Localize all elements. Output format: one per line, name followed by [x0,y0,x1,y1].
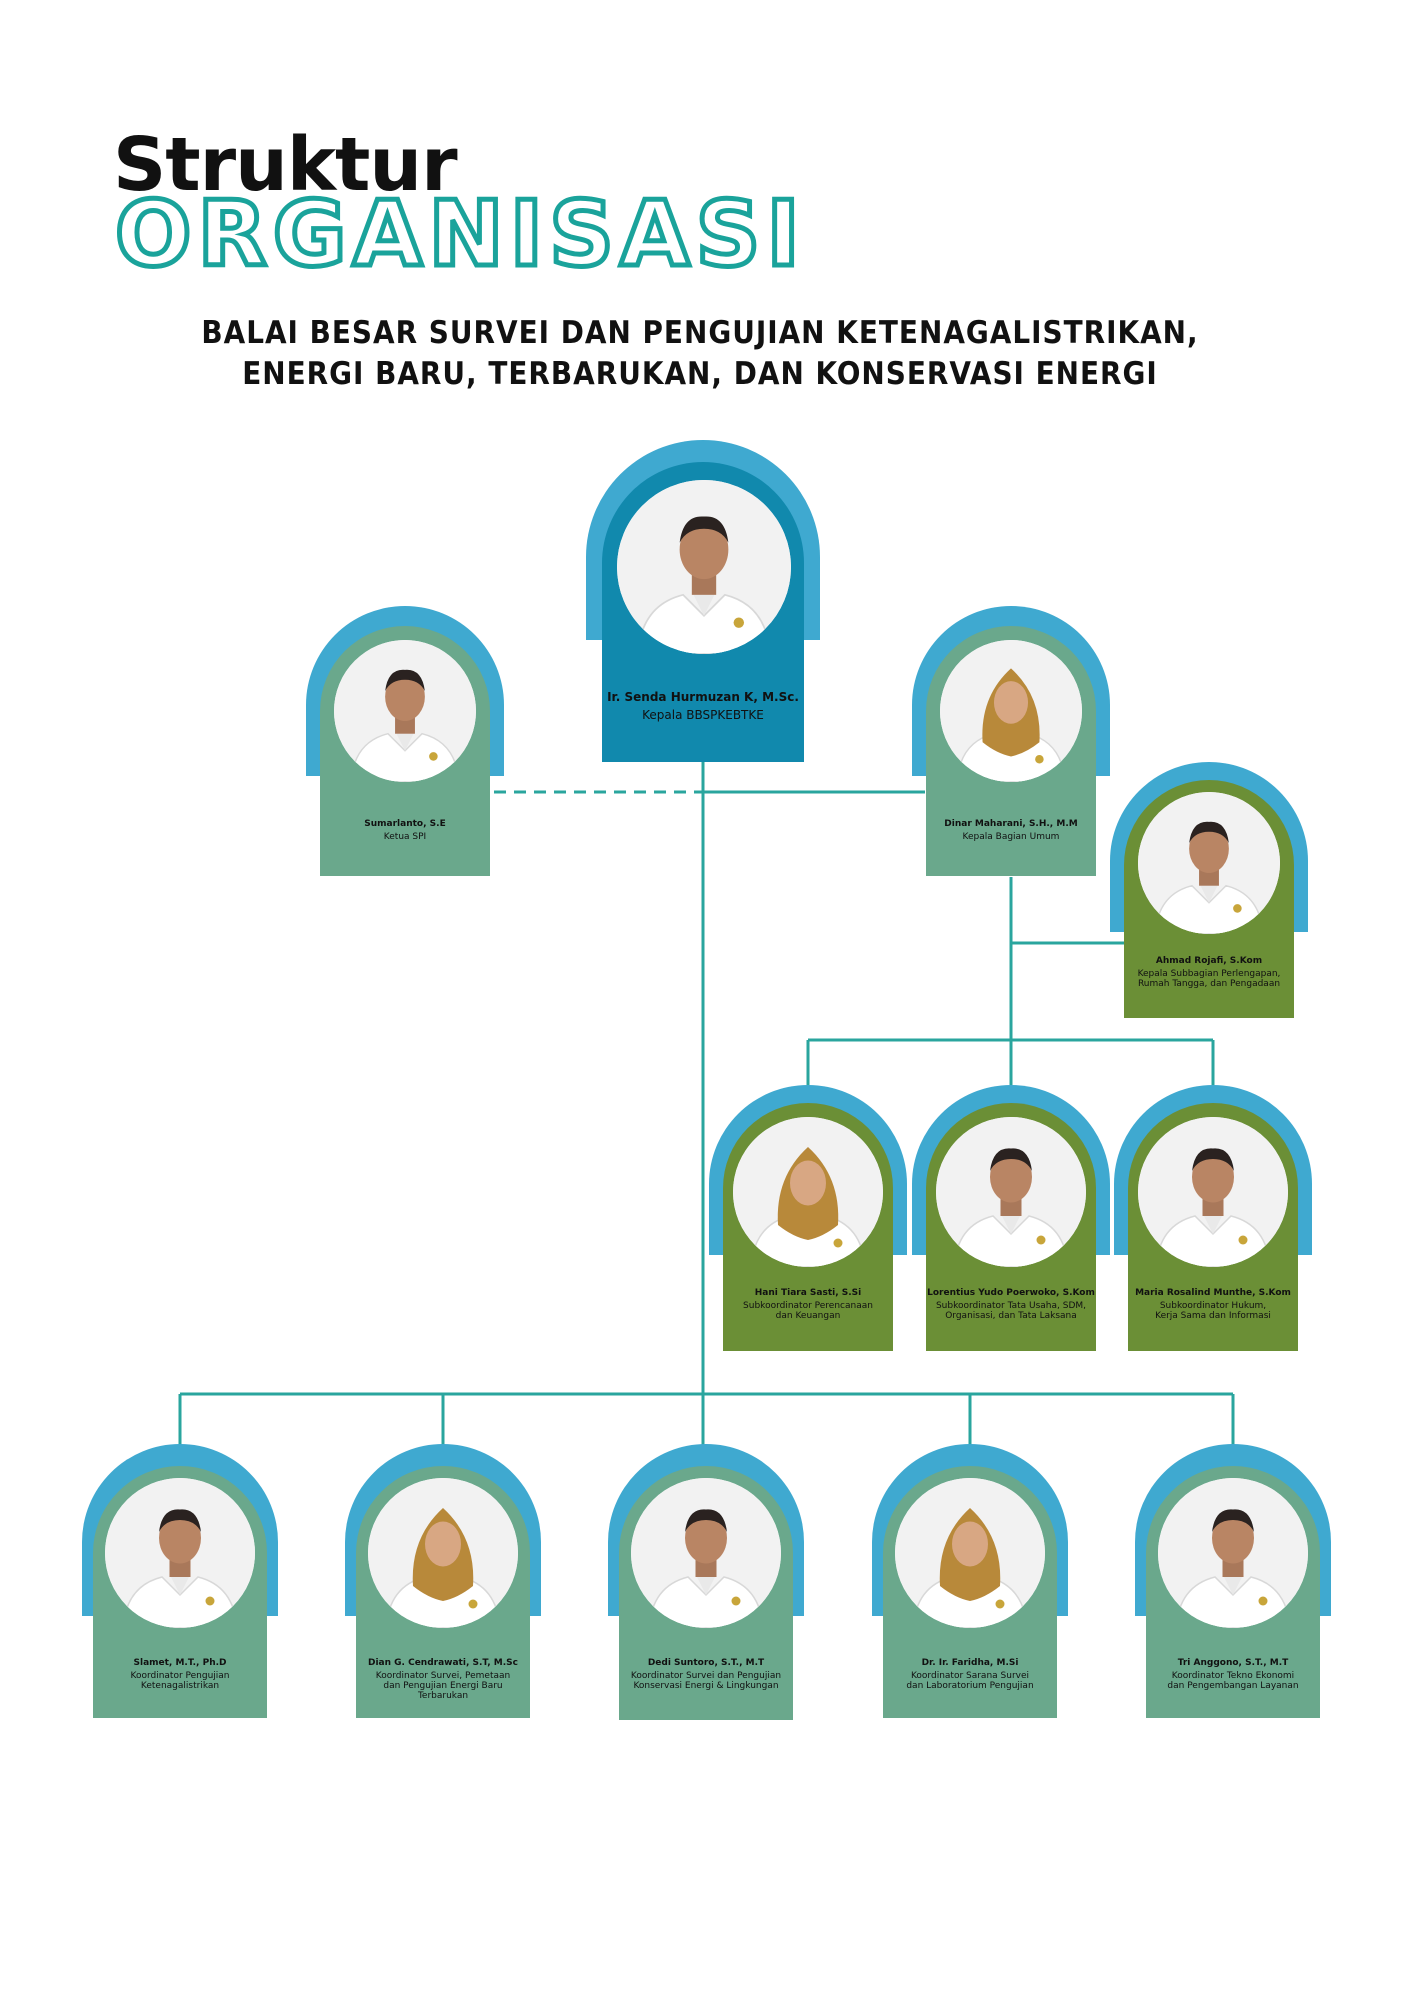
card-koordinator-4: Dr. Ir. Faridha, M.Si Koordinator Sarana… [872,1444,1068,1718]
card-spi: Sumarlanto, S.E Ketua SPI [306,606,504,876]
photo-koordinator-2 [368,1478,518,1628]
photo-subkoor-tata-usaha [936,1117,1086,1267]
card-koordinator-1: Slamet, M.T., Ph.D Koordinator Pengujian… [82,1444,278,1718]
name-spi: Sumarlanto, S.E [364,819,446,829]
name-subkoor-perencanaan: Hani Tiara Sasti, S.Si [754,1288,862,1298]
role-spi: Ketua SPI [383,832,427,842]
name-koordinator-2: Dian G. Cendrawati, S.T, M.Sc [367,1658,518,1668]
name-bagian-umum: Dinar Maharani, S.H., M.M [944,819,1078,829]
name-subbagian: Ahmad Rojafi, S.Kom [1155,956,1263,966]
name-koordinator-5: Tri Anggono, S.T., M.T [1177,1658,1289,1668]
card-subkoor-hukum: Maria Rosalind Munthe, S.Kom Subkoordina… [1114,1085,1312,1351]
subtitle-line-2: ENERGI BARU, TERBARUKAN, DAN KONSERVASI … [242,356,1158,392]
name-kepala: Ir. Senda Hurmuzan K, M.Sc. [607,690,799,704]
photo-bagian-umum [940,640,1082,782]
name-koordinator-1: Slamet, M.T., Ph.D [133,1658,227,1668]
role-koordinator-2: Koordinator Survei, Pemetaan dan Penguji… [375,1671,511,1701]
card-bagian-umum: Dinar Maharani, S.H., M.M Kepala Bagian … [912,606,1110,876]
subtitle-line-1: BALAI BESAR SURVEI DAN PENGUJIAN KETENAG… [201,315,1199,351]
role-subkoor-hukum: Subkoordinator Hukum, Kerja Sama dan Inf… [1155,1301,1271,1321]
card-koordinator-5: Tri Anggono, S.T., M.T Koordinator Tekno… [1135,1444,1331,1718]
role-subkoor-tata-usaha: Subkoordinator Tata Usaha, SDM, Organisa… [935,1301,1087,1321]
card-kepala: Ir. Senda Hurmuzan K, M.Sc. Kepala BBSPK… [586,440,820,762]
card-subbagian: Ahmad Rojafi, S.Kom Kepala Subbagian Per… [1110,762,1308,1018]
title-organisasi: ORGANISASI [113,182,806,287]
card-subkoor-tata-usaha: Lorentius Yudo Poerwoko, S.Kom Subkoordi… [912,1085,1110,1351]
role-koordinator-5: Koordinator Tekno Ekonomi dan Pengembang… [1167,1671,1299,1691]
role-koordinator-4: Koordinator Sarana Survei dan Laboratori… [906,1671,1034,1691]
role-subbagian: Kepala Subbagian Perlengapan, Rumah Tang… [1137,969,1281,989]
card-koordinator-2: Dian G. Cendrawati, S.T, M.Sc Koordinato… [345,1444,541,1718]
name-koordinator-3: Dedi Suntoro, S.T., M.T [647,1658,765,1668]
name-subkoor-tata-usaha: Lorentius Yudo Poerwoko, S.Kom [927,1288,1095,1298]
photo-subbagian [1138,792,1280,934]
photo-koordinator-4 [895,1478,1045,1628]
role-subkoor-perencanaan: Subkoordinator Perencanaan dan Keuangan [743,1301,873,1321]
photo-koordinator-3 [631,1478,781,1628]
photo-koordinator-5 [1158,1478,1308,1628]
role-bagian-umum: Kepala Bagian Umum [962,832,1060,842]
role-kepala: Kepala BBSPKEBTKE [642,708,764,722]
role-koordinator-1: Koordinator Pengujian Ketenagalistrikan [130,1671,230,1691]
photo-kepala [617,480,791,654]
title-struktur: Struktur [113,122,458,208]
photo-koordinator-1 [105,1478,255,1628]
card-koordinator-3: Dedi Suntoro, S.T., M.T Koordinator Surv… [608,1444,804,1720]
photo-subkoor-hukum [1138,1117,1288,1267]
card-subkoor-perencanaan: Hani Tiara Sasti, S.Si Subkoordinator Pe… [709,1085,907,1351]
name-koordinator-4: Dr. Ir. Faridha, M.Si [921,1658,1019,1668]
photo-spi [334,640,476,782]
name-subkoor-hukum: Maria Rosalind Munthe, S.Kom [1135,1288,1291,1298]
photo-subkoor-perencanaan [733,1117,883,1267]
role-koordinator-3: Koordinator Survei dan Pengujian Konserv… [630,1671,782,1691]
